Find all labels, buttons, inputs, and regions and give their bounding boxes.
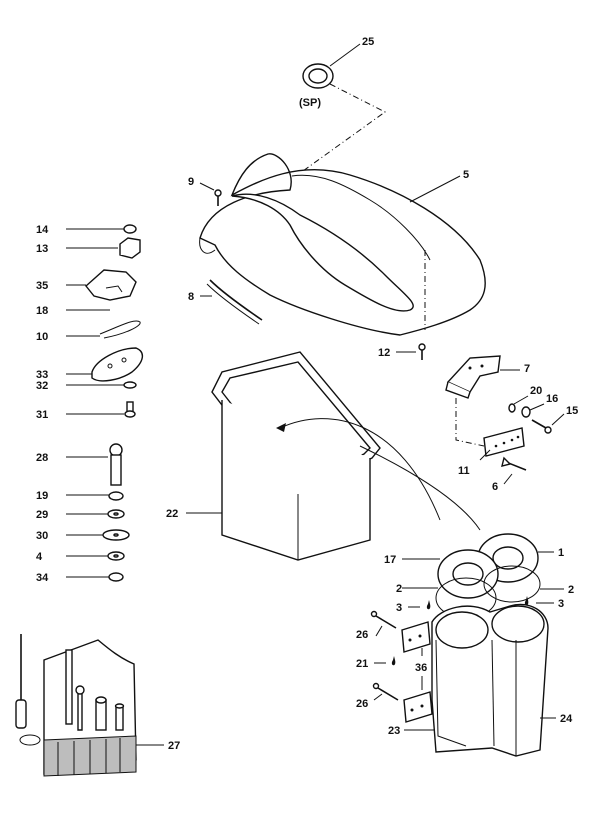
part-29-washer: 29 xyxy=(36,509,125,521)
part-19-washer: 19 xyxy=(36,490,124,502)
callout-4: 4 xyxy=(36,551,43,563)
part-3-sealant: 3 3 xyxy=(396,596,564,614)
callout-10: 10 xyxy=(36,331,48,343)
part-24-container: 24 xyxy=(431,603,573,757)
part-17-cover: 17 xyxy=(384,549,499,599)
callout-11: 11 xyxy=(458,465,470,477)
callout-3b: 3 xyxy=(558,598,564,610)
callout-23: 23 xyxy=(388,725,400,737)
callout-13: 13 xyxy=(36,243,48,255)
callout-6: 6 xyxy=(492,481,498,493)
callout-15: 15 xyxy=(566,405,578,417)
part-2-gasket-right: 2 xyxy=(483,565,574,603)
callout-18: 18 xyxy=(36,305,48,317)
part-8-gasket: 8 xyxy=(188,279,263,325)
part-5-storage-cover: 5 xyxy=(199,153,486,336)
part-23: 23 xyxy=(388,725,434,737)
callout-2b: 2 xyxy=(568,584,574,596)
callout-26b: 26 xyxy=(356,698,368,710)
callout-26a: 26 xyxy=(356,629,368,641)
callout-33: 33 xyxy=(36,369,48,381)
callout-29: 29 xyxy=(36,509,48,521)
part-14-nut: 14 xyxy=(36,224,137,236)
callout-9: 9 xyxy=(188,176,194,188)
part-33-latch-base: 33 xyxy=(36,347,143,382)
callout-22: 22 xyxy=(166,508,178,520)
callout-28: 28 xyxy=(36,452,48,464)
callout-32: 32 xyxy=(36,380,48,392)
part-36-plates: 36 xyxy=(401,621,433,723)
callout-21: 21 xyxy=(356,658,368,670)
callout-19: 19 xyxy=(36,490,48,502)
callout-36: 36 xyxy=(415,662,427,674)
callout-16: 16 xyxy=(546,393,558,405)
callout-34: 34 xyxy=(36,572,49,584)
part-31-bolt: 31 xyxy=(36,401,136,421)
part-27-tool-kit: 27 xyxy=(15,634,180,777)
part-25-seal: 25 (SP) xyxy=(295,36,386,177)
callout-2a: 2 xyxy=(396,583,402,595)
part-10-spring: 10 xyxy=(36,320,141,343)
callout-35: 35 xyxy=(36,280,48,292)
part-15-screw: 15 xyxy=(531,405,578,434)
part-26-rivets: 26 26 xyxy=(356,610,399,710)
part-30-washer: 30 xyxy=(36,529,130,542)
part-13-block: 13 xyxy=(36,237,141,259)
callout-3a: 3 xyxy=(396,602,402,614)
callout-1: 1 xyxy=(558,547,564,559)
callout-30: 30 xyxy=(36,530,48,542)
part-16-washer: 16 xyxy=(521,393,558,418)
part-32-washer: 32 xyxy=(36,380,137,392)
part-11-plate: 11 xyxy=(455,398,525,477)
callout-25: 25 xyxy=(362,36,374,48)
callout-12: 12 xyxy=(378,347,390,359)
part-6-rivet: 6 xyxy=(492,456,527,493)
part-18: 18 xyxy=(36,305,110,317)
callout-7: 7 xyxy=(524,363,530,375)
part-9-screw: 9 xyxy=(188,176,222,206)
part-20-washer: 20 xyxy=(508,385,542,413)
callout-14: 14 xyxy=(36,224,49,236)
part-12-screw: 12 xyxy=(378,343,426,360)
callout-17: 17 xyxy=(384,554,396,566)
part-28-post: 28 xyxy=(36,443,123,486)
callout-24: 24 xyxy=(560,713,573,725)
part-34-nut: 34 xyxy=(36,572,124,584)
part-4-washer: 4 xyxy=(36,551,125,563)
part-35-latch-top: 35 xyxy=(36,269,137,301)
callout-20: 20 xyxy=(530,385,542,397)
part-21-sealant: 21 xyxy=(356,656,396,670)
callout-31: 31 xyxy=(36,409,48,421)
part-7-bracket: 7 xyxy=(445,355,530,399)
callout-27: 27 xyxy=(168,740,180,752)
part-22-storage-basket: 22 xyxy=(166,351,481,561)
callout-8: 8 xyxy=(188,291,194,303)
callout-sp: (SP) xyxy=(299,97,321,109)
callout-5: 5 xyxy=(463,169,469,181)
